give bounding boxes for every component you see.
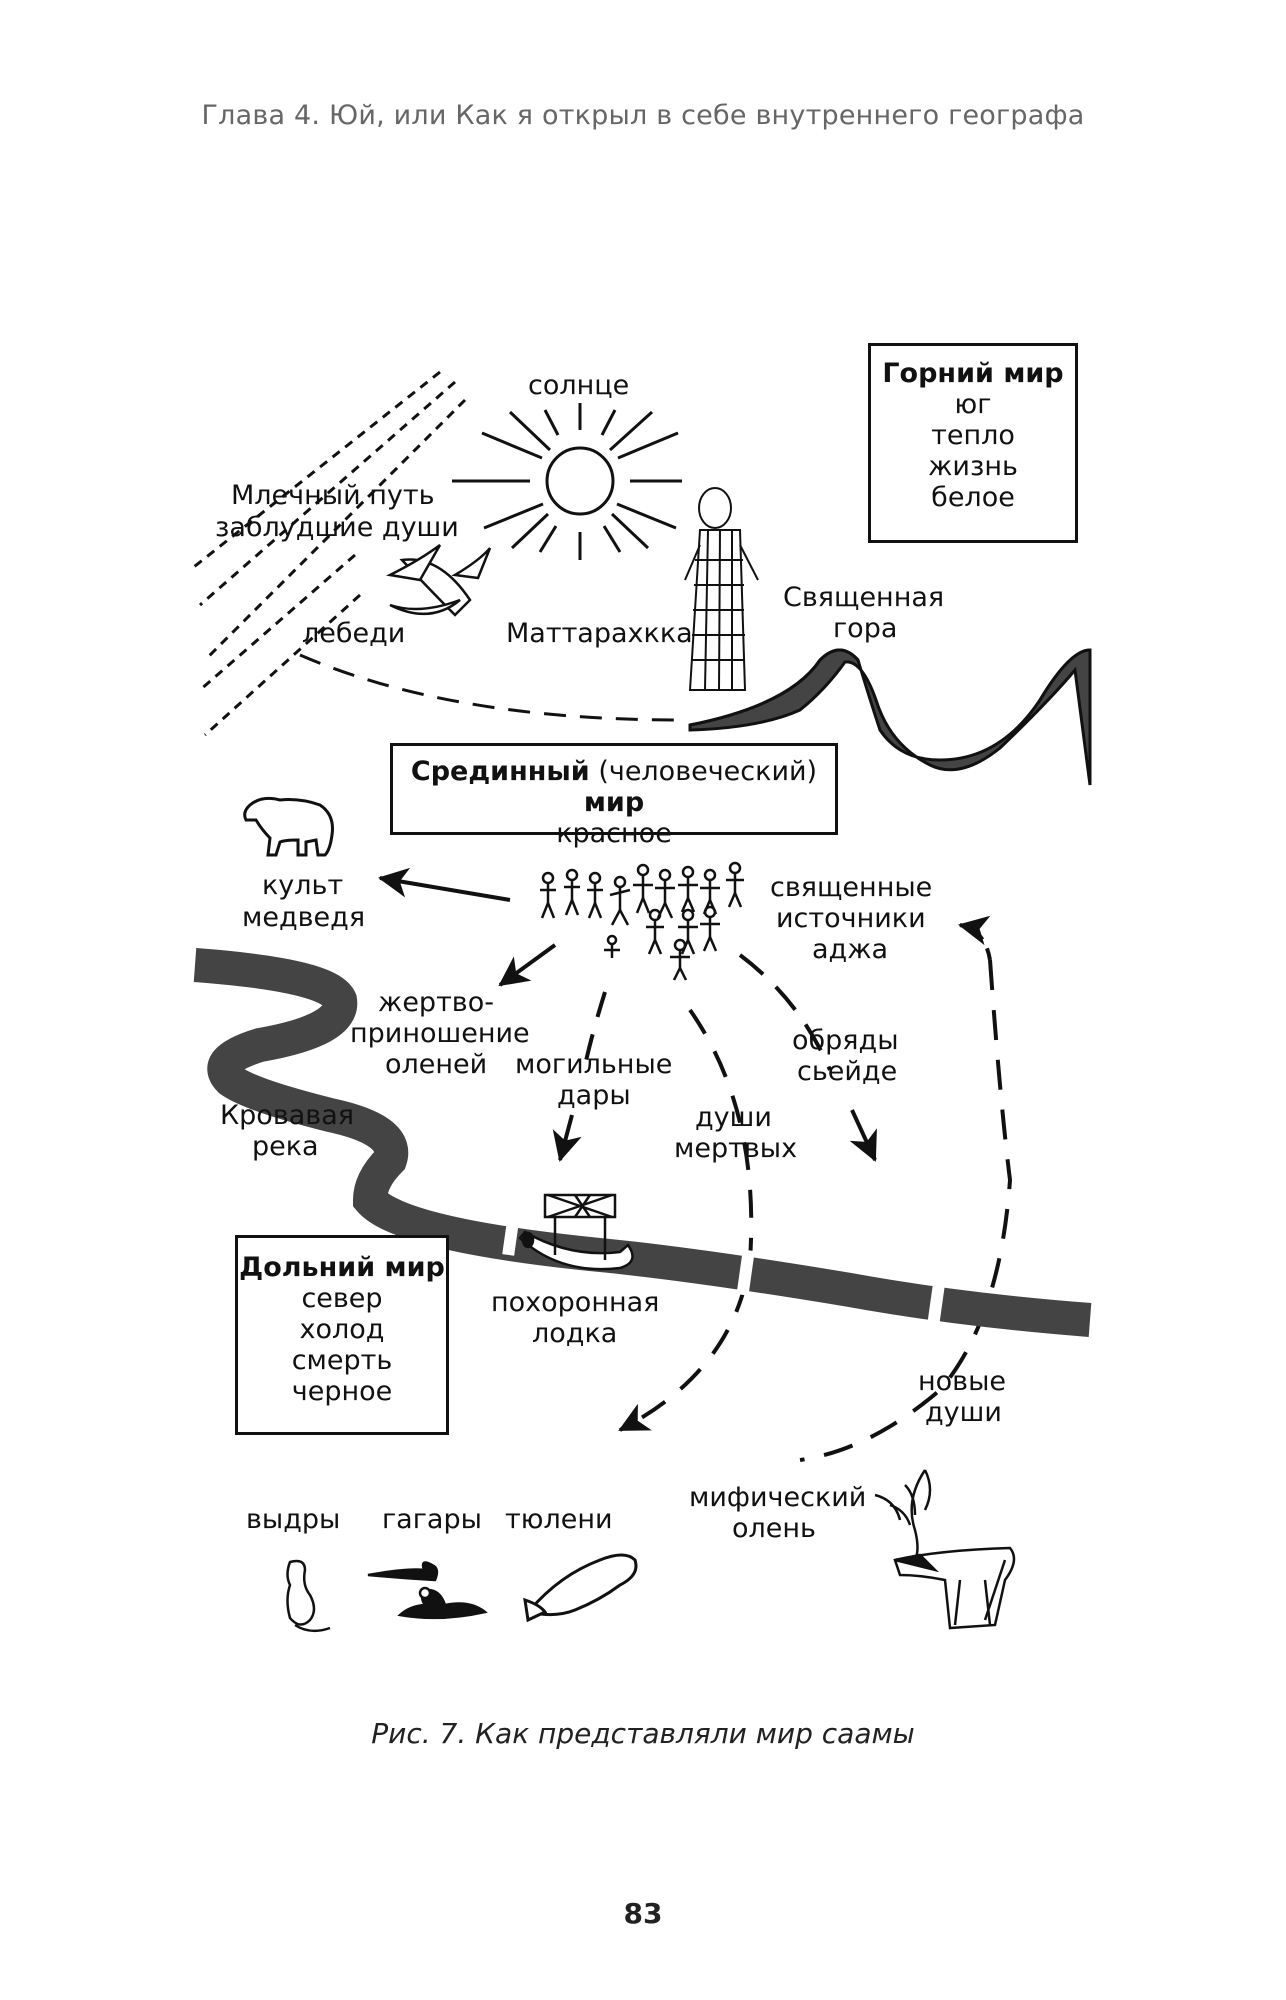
middle-world-box: Срединный (человеческий) мир красное — [390, 743, 838, 849]
arrow-grave-gifts — [552, 1114, 582, 1162]
seal-icon — [523, 1553, 638, 1623]
label-holy-mountain: гора — [833, 613, 898, 644]
label-loons: гагары — [382, 1504, 482, 1535]
label-funeral-boat: лодка — [532, 1318, 618, 1349]
label-holy-springs: источники — [776, 903, 926, 934]
label-sun: солнце — [528, 370, 630, 401]
figure-caption: Рис. 7. Как представляли мир саамы — [371, 1717, 915, 1750]
milky-way-arc — [299, 653, 681, 722]
label-bear-cult: культ — [262, 870, 344, 901]
upper-world-line: белое — [931, 482, 1015, 513]
lower-world-line: север — [301, 1283, 383, 1314]
otter-icon — [286, 1559, 331, 1633]
label-mythic-deer: олень — [732, 1513, 816, 1544]
label-holy-mountain: Священная — [783, 582, 945, 613]
upper-world-title: Горний мир — [882, 358, 1064, 389]
label-bloody-river: река — [252, 1131, 319, 1162]
label-sacrifice: оленей — [385, 1049, 488, 1080]
upper-world-box: Горний мир юг тепло жизнь белое — [868, 343, 1078, 543]
label-holy-springs: священные — [770, 872, 933, 903]
label-swans: лебеди — [302, 618, 406, 649]
label-dead-souls: мертвых — [674, 1133, 798, 1164]
label-bear-cult: медведя — [242, 902, 366, 933]
loons-icon — [367, 1561, 488, 1620]
label-new-souls: новые — [918, 1366, 1007, 1397]
lower-world-box: Дольний мир север холод смерть черное — [235, 1235, 449, 1435]
lower-world-line: смерть — [291, 1345, 393, 1376]
upper-world-line: юг — [954, 389, 992, 420]
label-otters: выдры — [246, 1504, 341, 1535]
label-grave-gifts: могильные — [515, 1049, 673, 1080]
label-sacrifice: жертво- — [378, 987, 494, 1018]
label-mattarahkka: Маттарахкка — [506, 618, 693, 649]
label-lost-souls: заблудшие души — [215, 512, 459, 543]
bear-icon — [243, 796, 334, 857]
bloody-river — [193, 948, 1092, 1337]
label-dead-souls: души — [695, 1102, 772, 1133]
swans-icon — [386, 543, 492, 617]
upper-world-line: жизнь — [928, 451, 1018, 482]
label-sacrifice: приношение — [350, 1018, 530, 1049]
label-new-souls: души — [925, 1397, 1002, 1428]
mythic-deer-icon — [874, 1469, 1016, 1630]
lower-world-line: черное — [291, 1376, 393, 1407]
sun-icon — [452, 403, 682, 560]
label-bloody-river: Кровавая — [220, 1100, 354, 1131]
line-new-souls — [799, 959, 1013, 1462]
funeral-boat-icon — [518, 1193, 634, 1271]
running-header: Глава 4. Юй, или Как я открыл в себе вну… — [201, 100, 1085, 131]
label-grave-gifts: дары — [557, 1080, 631, 1111]
lower-world-title: Дольний мир — [239, 1252, 445, 1283]
milky-way-lines — [189, 370, 467, 737]
line-rites — [738, 953, 832, 1071]
label-rites: обряды — [792, 1025, 899, 1056]
upper-world-line: тепло — [931, 420, 1015, 451]
arrow-new-souls — [958, 915, 992, 961]
people-figures-icon — [540, 861, 744, 981]
label-seals: тюлени — [505, 1504, 613, 1535]
label-milky-way: Млечный путь — [231, 480, 435, 511]
middle-world-title: Срединный (человеческий) мир — [410, 756, 818, 818]
middle-world-line: красное — [556, 818, 672, 849]
arrow-bear-cult — [378, 867, 511, 902]
arrow-sacrifice — [498, 943, 557, 987]
label-rites: сьейде — [797, 1056, 898, 1087]
label-holy-springs: аджа — [812, 934, 889, 965]
line-grave-gifts — [581, 991, 607, 1076]
arrow-rites — [849, 1109, 877, 1162]
label-funeral-boat: похоронная — [491, 1287, 660, 1318]
mattarahkka-icon — [684, 487, 759, 691]
page-number: 83 — [623, 1897, 663, 1930]
label-mythic-deer: мифический — [689, 1482, 867, 1513]
lower-world-line: холод — [299, 1314, 385, 1345]
